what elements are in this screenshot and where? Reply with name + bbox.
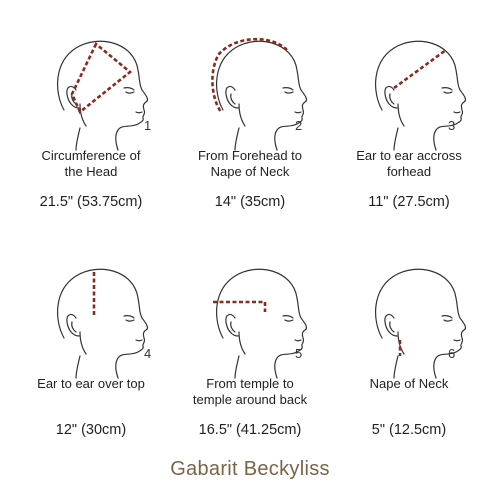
measurement-label: Ear to ear accross forhead — [326, 148, 492, 180]
label-line-2: forhead — [386, 164, 432, 179]
measurement-number: 3 — [448, 118, 456, 133]
measurement-card-6: 6 Nape of Neck 5" (12.5cm) — [326, 238, 492, 468]
measurement-value: 16.5" (41.25cm) — [198, 422, 302, 438]
measurement-number: 2 — [295, 118, 303, 133]
measurement-grid: 1 Circumference of the Head 21.5" (53.75… — [8, 10, 492, 438]
label-line-1: Ear to ear accross — [356, 148, 462, 163]
measurement-card-2: 2 From Forehead to Nape of Neck 14" (35c… — [167, 10, 333, 240]
measurement-value: 14" (35cm) — [214, 194, 286, 210]
measurement-card-1: 1 Circumference of the Head 21.5" (53.75… — [8, 10, 174, 240]
ear-to-ear-top-icon — [46, 260, 156, 380]
measurement-value: 11" (27.5cm) — [368, 194, 450, 210]
measurement-value: 12" (30cm) — [55, 422, 127, 438]
label-line-1: Ear to ear over top — [37, 376, 145, 391]
measurement-number: 5 — [295, 346, 303, 361]
measurement-card-4: 4 Ear to ear over top 12" (30cm) — [8, 238, 174, 468]
brand-name: Gabarit Beckyliss — [170, 458, 330, 480]
ear-to-ear-forehead-icon — [364, 32, 474, 152]
label-line-1: Nape of Neck — [369, 376, 449, 391]
measurement-value: 21.5" (53.75cm) — [39, 194, 143, 210]
measurement-value: 5" (12.5cm) — [371, 422, 447, 438]
measurement-number: 4 — [144, 346, 152, 361]
label-line-2: the Head — [64, 164, 118, 179]
measurement-label: Circumference of the Head — [8, 148, 174, 180]
measurement-number: 1 — [144, 118, 152, 133]
measurement-card-3: 3 Ear to ear accross forhead 11" (27.5cm… — [326, 10, 492, 240]
measurement-number: 6 — [448, 346, 456, 361]
label-line-1: From Forehead to — [197, 148, 303, 163]
label-line-1: From temple to — [206, 376, 294, 391]
measurement-card-5: 5 From temple to temple around back 16.5… — [167, 238, 333, 468]
label-line-2: Nape of Neck — [210, 164, 290, 179]
temple-to-temple-icon — [205, 260, 315, 380]
measurement-label: Ear to ear over top — [8, 376, 174, 392]
label-line-1: Circumference of — [41, 148, 141, 163]
label-line-2: temple around back — [192, 392, 308, 407]
measurement-label: From Forehead to Nape of Neck — [167, 148, 333, 180]
measurement-label: From temple to temple around back — [167, 376, 333, 408]
nape-of-neck-icon — [364, 260, 474, 380]
head-circumference-icon — [46, 32, 156, 152]
measurement-label: Nape of Neck — [326, 376, 492, 392]
forehead-to-nape-icon — [205, 32, 315, 152]
